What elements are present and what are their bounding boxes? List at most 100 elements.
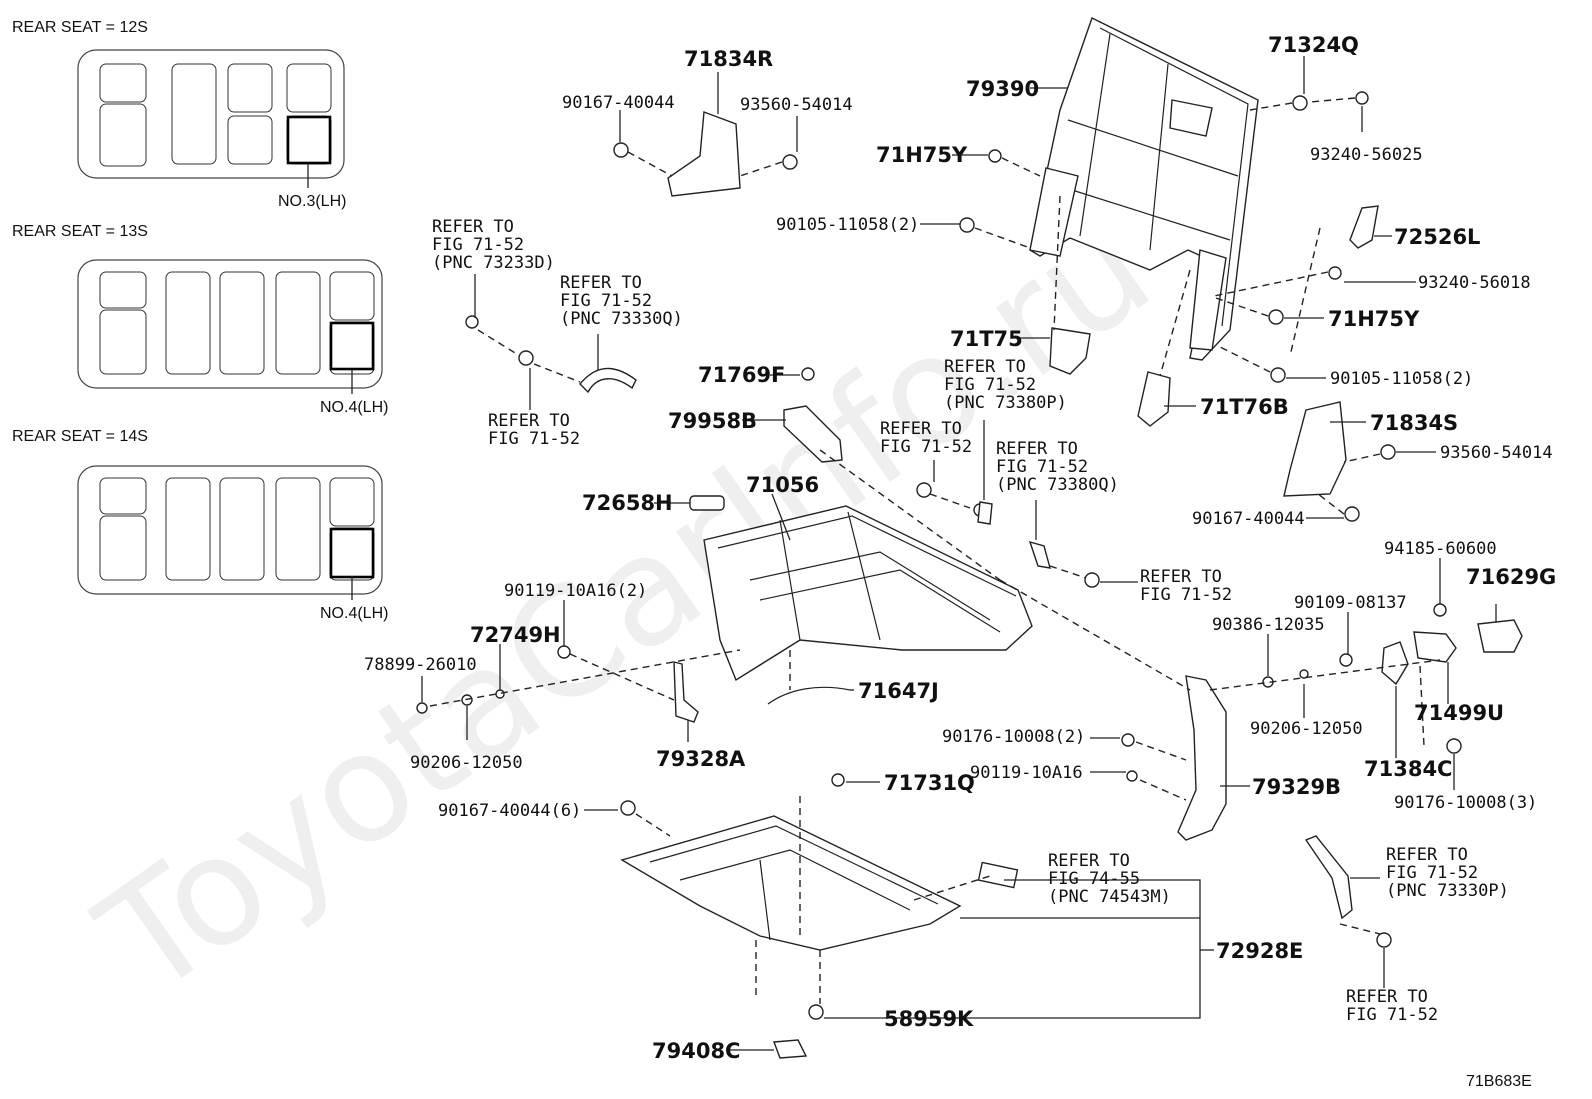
seat-map-12s: REAR SEAT = 12S NO.3(LH)	[12, 19, 346, 210]
seat-map-title: REAR SEAT = 12S	[12, 19, 148, 36]
seat-cushion-frame-71056	[703, 505, 1033, 682]
ref-line: FIG 71-52	[1386, 863, 1478, 883]
wire-71647j	[767, 686, 851, 705]
ref-line: (PNC 74543M)	[1048, 887, 1171, 907]
part-label: 90119-10A16(2)	[504, 581, 647, 601]
knob-72526l	[1349, 205, 1379, 249]
hinge-cover-71834r	[667, 111, 741, 197]
side-plate-79958b	[783, 405, 843, 463]
part-label: 71629G	[1466, 565, 1556, 589]
part-label: 90386-12035	[1212, 615, 1325, 635]
part-label: 90109-08137	[1294, 593, 1407, 613]
part-label: 90167-40044	[562, 93, 675, 113]
part-label: 93240-56025	[1310, 145, 1423, 165]
part-label: 90176-10008(3)	[1394, 793, 1537, 813]
part-label: 90176-10008(2)	[942, 727, 1085, 747]
part-label: 71056	[746, 473, 819, 497]
ref-line: REFER TO	[432, 217, 514, 237]
seat-map-title: REAR SEAT = 14S	[12, 428, 148, 445]
recliner-71384c	[1381, 641, 1409, 686]
ref-line: FIG 71-52	[560, 291, 652, 311]
part-label: 79329B	[1252, 775, 1341, 799]
part-label: 71H75Y	[876, 143, 968, 167]
bushing-71499u	[1413, 631, 1457, 663]
part-label: 71834S	[1370, 411, 1458, 435]
part-label: 72749H	[470, 623, 561, 647]
seat-belt-anchor-73330p	[1304, 835, 1353, 920]
selected-seat-highlight	[329, 321, 375, 371]
ref-line: (PNC 73330Q)	[560, 309, 683, 329]
part-label: 90105-11058(2)	[776, 215, 919, 235]
ref-line: FIG 71-52	[880, 437, 972, 457]
pad-72658h	[689, 495, 725, 511]
part-label: 72928E	[1216, 939, 1303, 963]
ref-line: REFER TO	[1346, 987, 1428, 1007]
under-tray-72928e	[620, 815, 1019, 951]
selected-seat-highlight	[286, 115, 332, 165]
ref-line: REFER TO	[560, 273, 642, 293]
part-label: 79408C	[652, 1039, 740, 1063]
ref-line: REFER TO	[944, 357, 1026, 377]
part-label: 93560-54014	[1440, 443, 1553, 463]
bracket-79328a	[673, 661, 699, 723]
ref-line: (PNC 73233D)	[432, 253, 555, 273]
part-label: 90119-10A16	[970, 763, 1083, 783]
figure-code: 71B683E	[1466, 1073, 1532, 1090]
seat-selection-label: NO.4(LH)	[320, 605, 388, 622]
ref-line: REFER TO	[996, 439, 1078, 459]
assembly-lines	[429, 97, 1441, 1004]
part-label: 71384C	[1364, 757, 1452, 781]
ref-line: FIG 71-52	[1346, 1005, 1438, 1025]
seat-selection-label: NO.3(LH)	[278, 193, 346, 210]
part-label: 90206-12050	[410, 753, 523, 773]
part-label: 79328A	[656, 747, 746, 771]
part-label: 78899-26010	[364, 655, 477, 675]
part-label: 90206-12050	[1250, 719, 1363, 739]
part-label: 71T76B	[1200, 395, 1289, 419]
ref-line: FIG 71-52	[996, 457, 1088, 477]
part-label: 71H75Y	[1328, 307, 1420, 331]
part-label: 93560-54014	[740, 95, 853, 115]
seat-selection-label: NO.4(LH)	[320, 399, 388, 416]
ref-line: REFER TO	[1386, 845, 1468, 865]
ref-line: FIG 71-52	[488, 429, 580, 449]
part-label: 71499U	[1414, 701, 1504, 725]
part-label: 72526L	[1394, 225, 1480, 249]
side-cover-79329b	[1177, 675, 1227, 841]
part-label: 71834R	[684, 47, 773, 71]
part-labels: 71834R 90167-40044 93560-54014 79390 713…	[364, 33, 1556, 1063]
seat-map-title: REAR SEAT = 13S	[12, 223, 148, 240]
part-label: 72658H	[582, 491, 673, 515]
leader-lines	[421, 56, 1497, 1051]
part-label: 94185-60600	[1384, 539, 1497, 559]
ref-line: FIG 71-52	[1140, 585, 1232, 605]
seat-back-frame-drawing	[1029, 17, 1259, 361]
reference-labels: REFER TO FIG 71-52 (PNC 73233D) REFER TO…	[432, 217, 1509, 1025]
fasteners	[416, 91, 1462, 1020]
ref-line: REFER TO	[1140, 567, 1222, 587]
cap-71629g	[1477, 619, 1523, 653]
ref-line: FIG 71-52	[944, 375, 1036, 395]
ref-line: REFER TO	[880, 419, 962, 439]
part-label: 71647J	[858, 679, 939, 703]
ref-line: (PNC 73380P)	[944, 393, 1067, 413]
seat-lock-striker-71t75	[1049, 327, 1091, 375]
part-label: 90167-40044(6)	[438, 801, 581, 821]
seat-map-13s: REAR SEAT = 13S NO.4(LH)	[12, 223, 388, 416]
seat-lock-striker-71t76b	[1137, 371, 1171, 427]
part-label: 90167-40044	[1192, 509, 1305, 529]
part-label: 79958B	[668, 409, 757, 433]
ref-line: REFER TO	[488, 411, 570, 431]
part-label: 71769F	[698, 363, 785, 387]
bracket-79408c	[773, 1039, 808, 1059]
hinge-cover-71834s	[1283, 401, 1347, 497]
seat-map-14s: REAR SEAT = 14S NO.4(LH)	[12, 428, 388, 622]
part-label: 58959K	[884, 1007, 974, 1031]
part-label: 71324Q	[1268, 33, 1359, 57]
part-label: 79390	[966, 77, 1039, 101]
part-label: 90105-11058(2)	[1330, 369, 1473, 389]
part-label: 71731Q	[884, 771, 975, 795]
ref-line: (PNC 73380Q)	[996, 475, 1119, 495]
part-label: 71T75	[950, 327, 1023, 351]
